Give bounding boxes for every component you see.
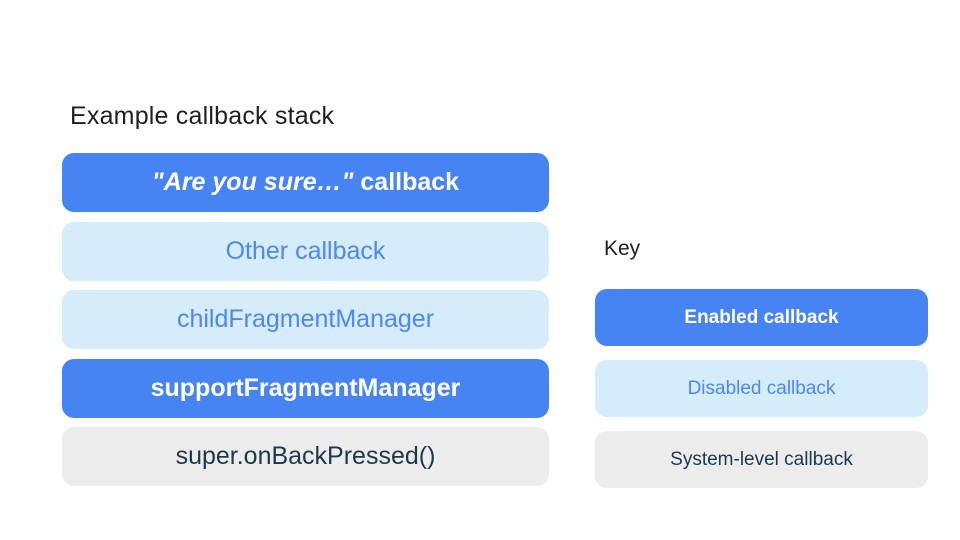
stack-item-other-callback: Other callback xyxy=(62,221,549,281)
callback-stack: "Are you sure…" callback Other callback … xyxy=(62,153,549,496)
stack-item-are-you-sure: "Are you sure…" callback xyxy=(62,153,549,212)
stack-title: Example callback stack xyxy=(70,102,335,130)
key-item-disabled-callback: Disabled callback xyxy=(595,360,928,417)
stack-item-label: childFragmentManager xyxy=(176,305,435,333)
stack-item-label: supportFragmentManager xyxy=(150,373,461,402)
key-item-label: System-level callback xyxy=(670,448,853,470)
stack-item-child-fragment-manager: childFragmentManager xyxy=(62,290,549,349)
stack-item-label: super.onBackPressed() xyxy=(175,442,436,470)
key-title: Key xyxy=(604,237,641,260)
stack-item-label-quoted: "Are you sure…" xyxy=(151,168,354,196)
key-item-system-level-callback: System-level callback xyxy=(595,431,928,488)
stack-item-label: Other callback xyxy=(225,236,386,265)
stack-item-support-fragment-manager: supportFragmentManager xyxy=(62,358,549,418)
key-item-enabled-callback: Enabled callback xyxy=(595,289,928,346)
stack-item-label-suffix: callback xyxy=(353,168,460,196)
stack-item-super-onbackpressed: super.onBackPressed() xyxy=(62,427,549,486)
key-item-label: Disabled callback xyxy=(687,377,836,399)
key-legend: Enabled callback Disabled callback Syste… xyxy=(595,289,928,502)
key-item-label: Enabled callback xyxy=(684,306,839,328)
